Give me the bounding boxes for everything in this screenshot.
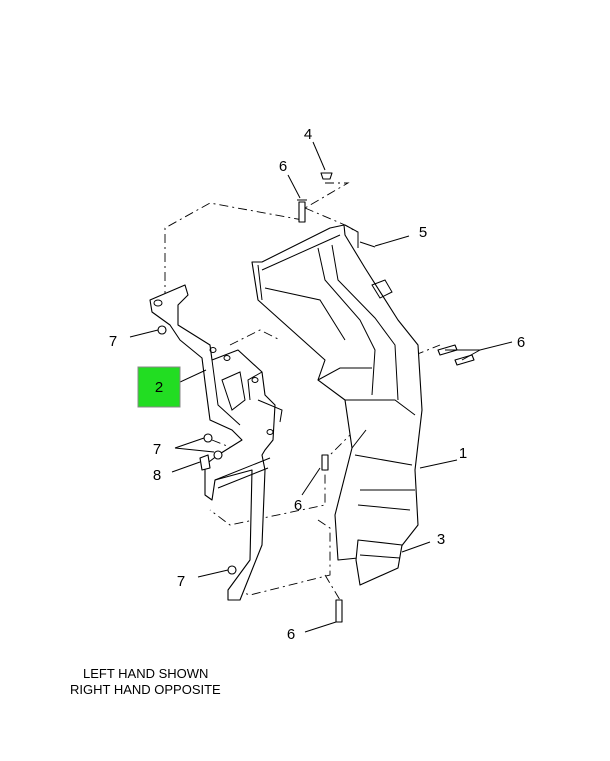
callout-3: 3 (437, 531, 445, 548)
note-line-2: RIGHT HAND OPPOSITE (70, 682, 221, 697)
callout-6-top: 6 (279, 158, 287, 175)
callout-7-bottom: 7 (177, 573, 185, 590)
bolt-icon-5 (335, 599, 343, 623)
callout-6-right: 6 (517, 334, 525, 351)
highlight-box-part-2[interactable] (137, 366, 181, 408)
mud-flap-part-3 (355, 539, 403, 586)
callout-7-middle: 7 (153, 441, 161, 458)
support-bracket-part-2 (149, 284, 283, 601)
callout-1: 1 (459, 445, 467, 462)
callout-7-top: 7 (109, 333, 117, 350)
screw-icon (359, 241, 376, 248)
nut-icon-3 (213, 450, 223, 460)
nut-icon-4 (227, 565, 237, 575)
callout-5: 5 (419, 224, 427, 241)
diagram-note: LEFT HAND SHOWN RIGHT HAND OPPOSITE (70, 666, 221, 698)
clip-icon (199, 454, 211, 471)
push-pin-icon (320, 172, 333, 180)
callout-4: 4 (304, 126, 312, 143)
nut-icon (157, 325, 167, 335)
bolt-icon (298, 201, 306, 223)
splash-shield-part-1 (251, 224, 423, 561)
note-line-1: LEFT HAND SHOWN (83, 666, 209, 681)
fasteners (157, 172, 475, 623)
callout-2[interactable]: 2 (155, 379, 163, 396)
callout-6-middle: 6 (294, 497, 302, 514)
leader-lines (129, 141, 513, 633)
nut-icon-2 (203, 433, 213, 443)
callout-numbers: 4 6 5 6 1 3 7 7 8 6 7 6 (109, 126, 525, 643)
bolt-icon-3 (454, 354, 475, 366)
callout-6-bottom: 6 (287, 626, 295, 643)
bolt-icon-4 (321, 454, 329, 471)
callout-8: 8 (153, 467, 161, 484)
